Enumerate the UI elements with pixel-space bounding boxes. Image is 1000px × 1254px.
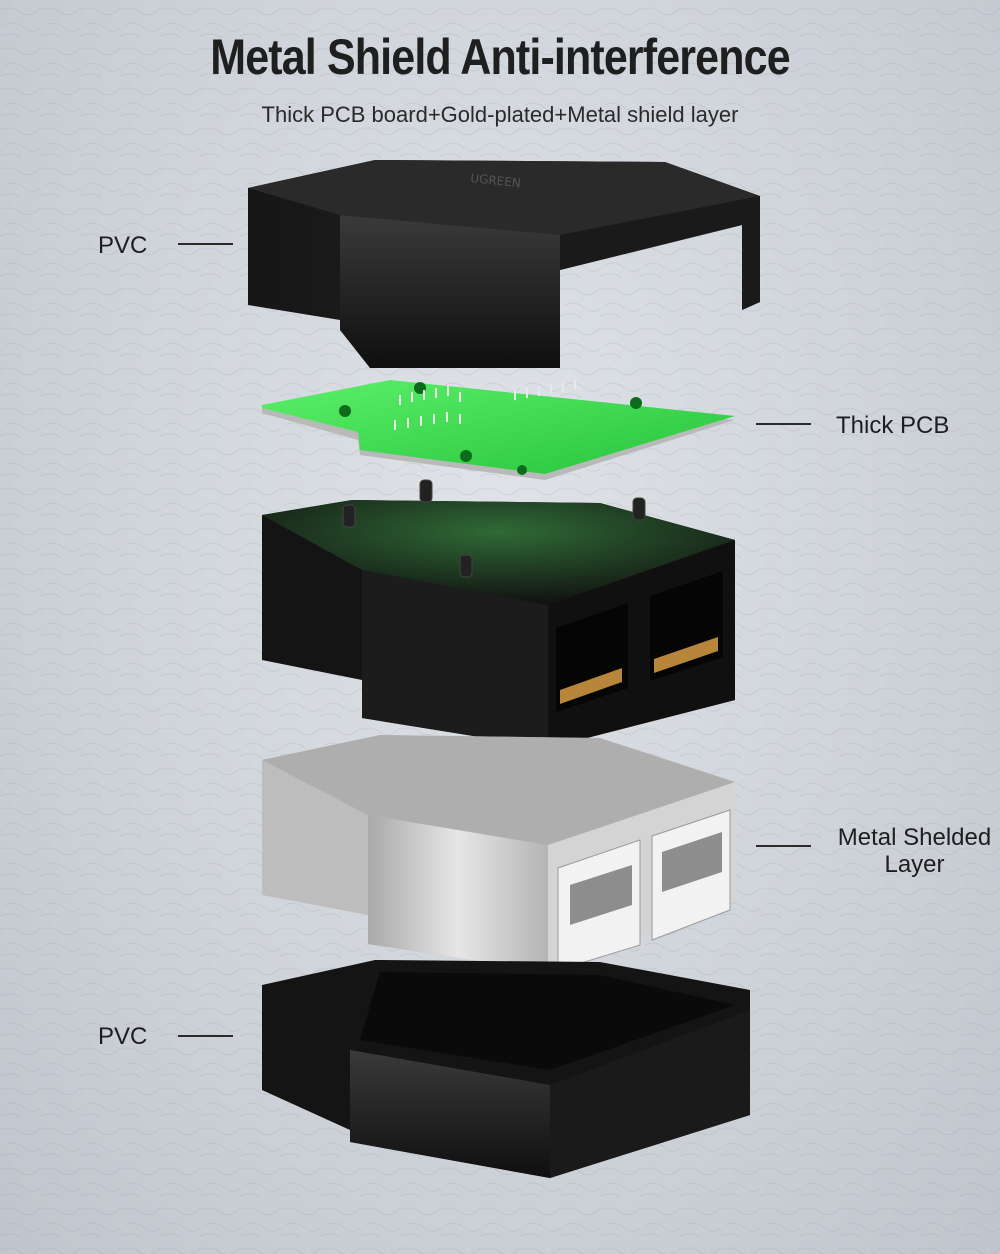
pvc-top-cover-icon: UGREEN [248,160,760,368]
callout-line-pcb [756,423,811,425]
page-title: Metal Shield Anti-interference [210,29,790,85]
rj45-jack-block-icon [262,479,735,748]
metal-shield-icon [262,735,735,972]
callout-metal-line2: Layer [884,851,945,878]
page-subtitle: Thick PCB board+Gold-plated+Metal shield… [261,102,739,127]
callout-pvc-bottom: PVC [98,1023,148,1050]
callout-metal-line1: Metal Shelded [837,824,992,851]
callout-pcb: Thick PCB [836,412,950,439]
callout-line-pvc-top [178,243,233,245]
svg-text:UGREEN: UGREEN [470,171,522,190]
pvc-bottom-cover-icon [262,960,750,1178]
callout-metal-shield: Metal Shelded Layer [832,824,997,878]
callout-line-pvc-bottom [178,1035,233,1037]
pcb-board-icon [262,380,735,480]
callout-pvc-top: PVC [98,232,148,259]
callout-line-metal [756,845,811,847]
